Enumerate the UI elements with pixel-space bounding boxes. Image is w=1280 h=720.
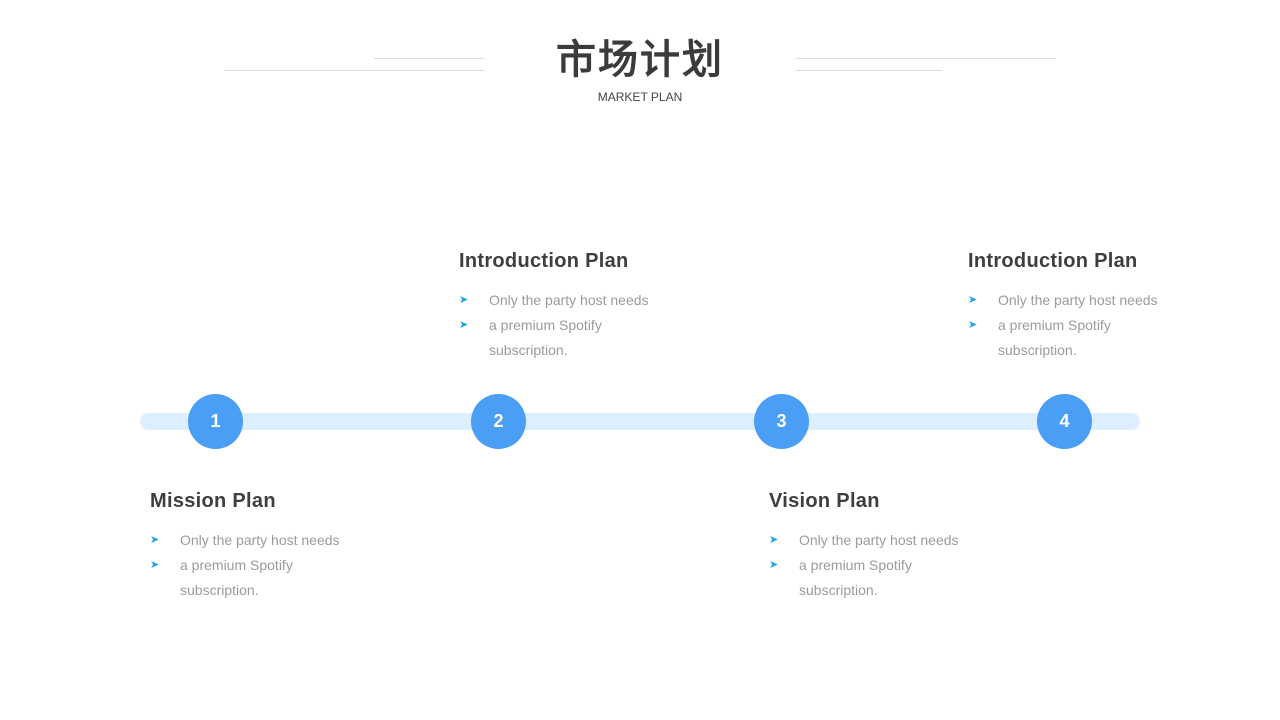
bullet-item-continuation: subscription. bbox=[180, 582, 259, 598]
timeline-node-2: 2 bbox=[471, 394, 526, 449]
bullet-item: ➤Only the party host needs bbox=[769, 528, 1009, 553]
timeline-node-3: 3 bbox=[754, 394, 809, 449]
arrow-bullet-icon: ➤ bbox=[459, 319, 469, 331]
plan-card-introduction-1: Introduction Plan ➤Only the party host n… bbox=[459, 249, 699, 363]
arrow-bullet-icon: ➤ bbox=[150, 559, 160, 571]
plan-card-introduction-2: Introduction Plan ➤Only the party host n… bbox=[968, 249, 1198, 363]
arrow-bullet-icon: ➤ bbox=[459, 294, 469, 306]
header-rule-right-lower bbox=[796, 70, 942, 71]
bullet-item: ➤a premium Spotify bbox=[769, 553, 1009, 578]
bullet-item-continuation: subscription. bbox=[799, 582, 878, 598]
bullet-item: ➤Only the party host needs bbox=[459, 288, 699, 313]
bullet-item: ➤a premium Spotify bbox=[968, 313, 1198, 338]
arrow-bullet-icon: ➤ bbox=[968, 319, 978, 331]
plan-card-title: Vision Plan bbox=[769, 490, 880, 512]
plan-card-vision: Vision Plan ➤Only the party host needs ➤… bbox=[769, 489, 1009, 603]
bullet-item: ➤Only the party host needs bbox=[150, 528, 390, 553]
bullet-item: ➤a premium Spotify bbox=[459, 313, 699, 338]
header-rule-right-upper bbox=[796, 58, 1056, 59]
bullet-item: ➤a premium Spotify bbox=[150, 553, 390, 578]
plan-card-bullets: ➤Only the party host needs ➤a premium Sp… bbox=[968, 288, 1198, 363]
timeline-track bbox=[140, 413, 1140, 430]
page-title: 市场计划 bbox=[556, 37, 724, 83]
arrow-bullet-icon: ➤ bbox=[769, 559, 779, 571]
bullet-item-continuation: subscription. bbox=[489, 342, 568, 358]
arrow-bullet-icon: ➤ bbox=[150, 534, 160, 546]
plan-card-bullets: ➤Only the party host needs ➤a premium Sp… bbox=[150, 528, 390, 603]
timeline-node-1: 1 bbox=[188, 394, 243, 449]
arrow-bullet-icon: ➤ bbox=[769, 534, 779, 546]
plan-card-title: Introduction Plan bbox=[968, 250, 1138, 272]
arrow-bullet-icon: ➤ bbox=[968, 294, 978, 306]
bullet-item: ➤Only the party host needs bbox=[968, 288, 1198, 313]
bullet-item-continuation: subscription. bbox=[998, 342, 1077, 358]
page-subtitle: MARKET PLAN bbox=[597, 90, 683, 104]
plan-card-bullets: ➤Only the party host needs ➤a premium Sp… bbox=[769, 528, 1009, 603]
plan-card-bullets: ➤Only the party host needs ➤a premium Sp… bbox=[459, 288, 699, 363]
plan-card-mission: Mission Plan ➤Only the party host needs … bbox=[150, 489, 390, 603]
plan-card-title: Mission Plan bbox=[150, 490, 276, 512]
plan-card-title: Introduction Plan bbox=[459, 250, 629, 272]
timeline-node-4: 4 bbox=[1037, 394, 1092, 449]
header-rule-left-lower bbox=[224, 70, 484, 71]
header-rule-left-upper bbox=[374, 58, 484, 59]
